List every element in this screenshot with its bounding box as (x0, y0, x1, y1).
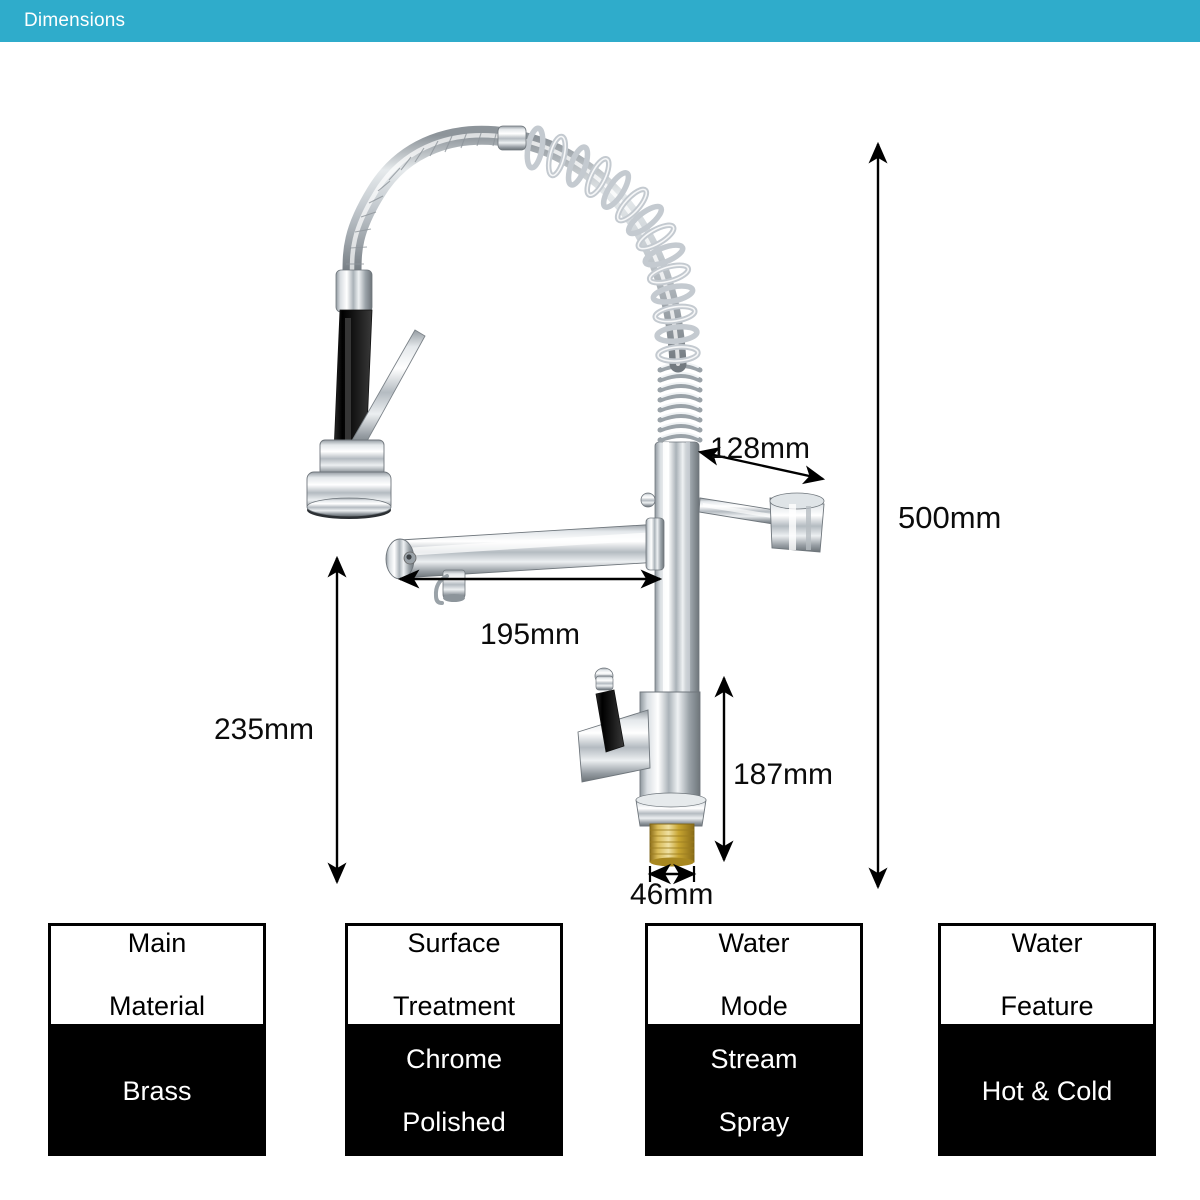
spec-value-line-1: Chrome (405, 1044, 502, 1075)
spray-head (306, 269, 426, 519)
spring-coil (503, 125, 703, 443)
spec-title-line-2: Feature (1000, 990, 1094, 1021)
faucet-illustration (306, 125, 888, 890)
spec-value-line-1: Stream (710, 1044, 798, 1075)
spec-title-line-1: Surface (407, 927, 501, 958)
spec-card-value-text: Hot & Cold (981, 1075, 1113, 1106)
faucet-dimension-diagram: 500mm 128mm 195mm 235mm 187mm 46mm (0, 42, 1200, 912)
faucet-base-and-handle (577, 667, 707, 867)
dimension-lines (327, 141, 888, 890)
dim-line-128mm (697, 446, 826, 485)
spec-card-value-text: Brass (122, 1075, 192, 1106)
dimension-label-187mm: 187mm (733, 758, 834, 791)
spec-title-line-1: Water (1011, 927, 1083, 958)
spec-title-line-2: Treatment (392, 990, 516, 1021)
spec-title-line-2: Mode (720, 990, 788, 1021)
dimension-label-235mm: 235mm (214, 713, 315, 746)
spec-card-value: Brass (48, 1027, 266, 1156)
secondary-spout (385, 517, 665, 605)
dimension-label-46mm: 46mm (630, 878, 714, 911)
spec-card-value: Hot & Cold (938, 1027, 1156, 1156)
spec-value-line-2: Polished (402, 1107, 506, 1138)
dimension-label-195mm: 195mm (480, 618, 581, 651)
page-title: Dimensions (24, 10, 126, 31)
spec-title-line-1: Main (127, 927, 187, 958)
spec-title-line-1: Water (718, 927, 790, 958)
faucet-graphic (306, 125, 825, 867)
spec-value-line-2: Spray (718, 1107, 790, 1138)
braided-hose (342, 125, 527, 284)
dimension-label-128mm: 128mm (710, 432, 811, 465)
dimension-label-500mm: 500mm (898, 500, 1002, 535)
sprayer-holder-arm (640, 492, 825, 553)
page-header-bar: Dimensions (0, 0, 1200, 42)
spec-title-line-2: Material (108, 990, 206, 1021)
